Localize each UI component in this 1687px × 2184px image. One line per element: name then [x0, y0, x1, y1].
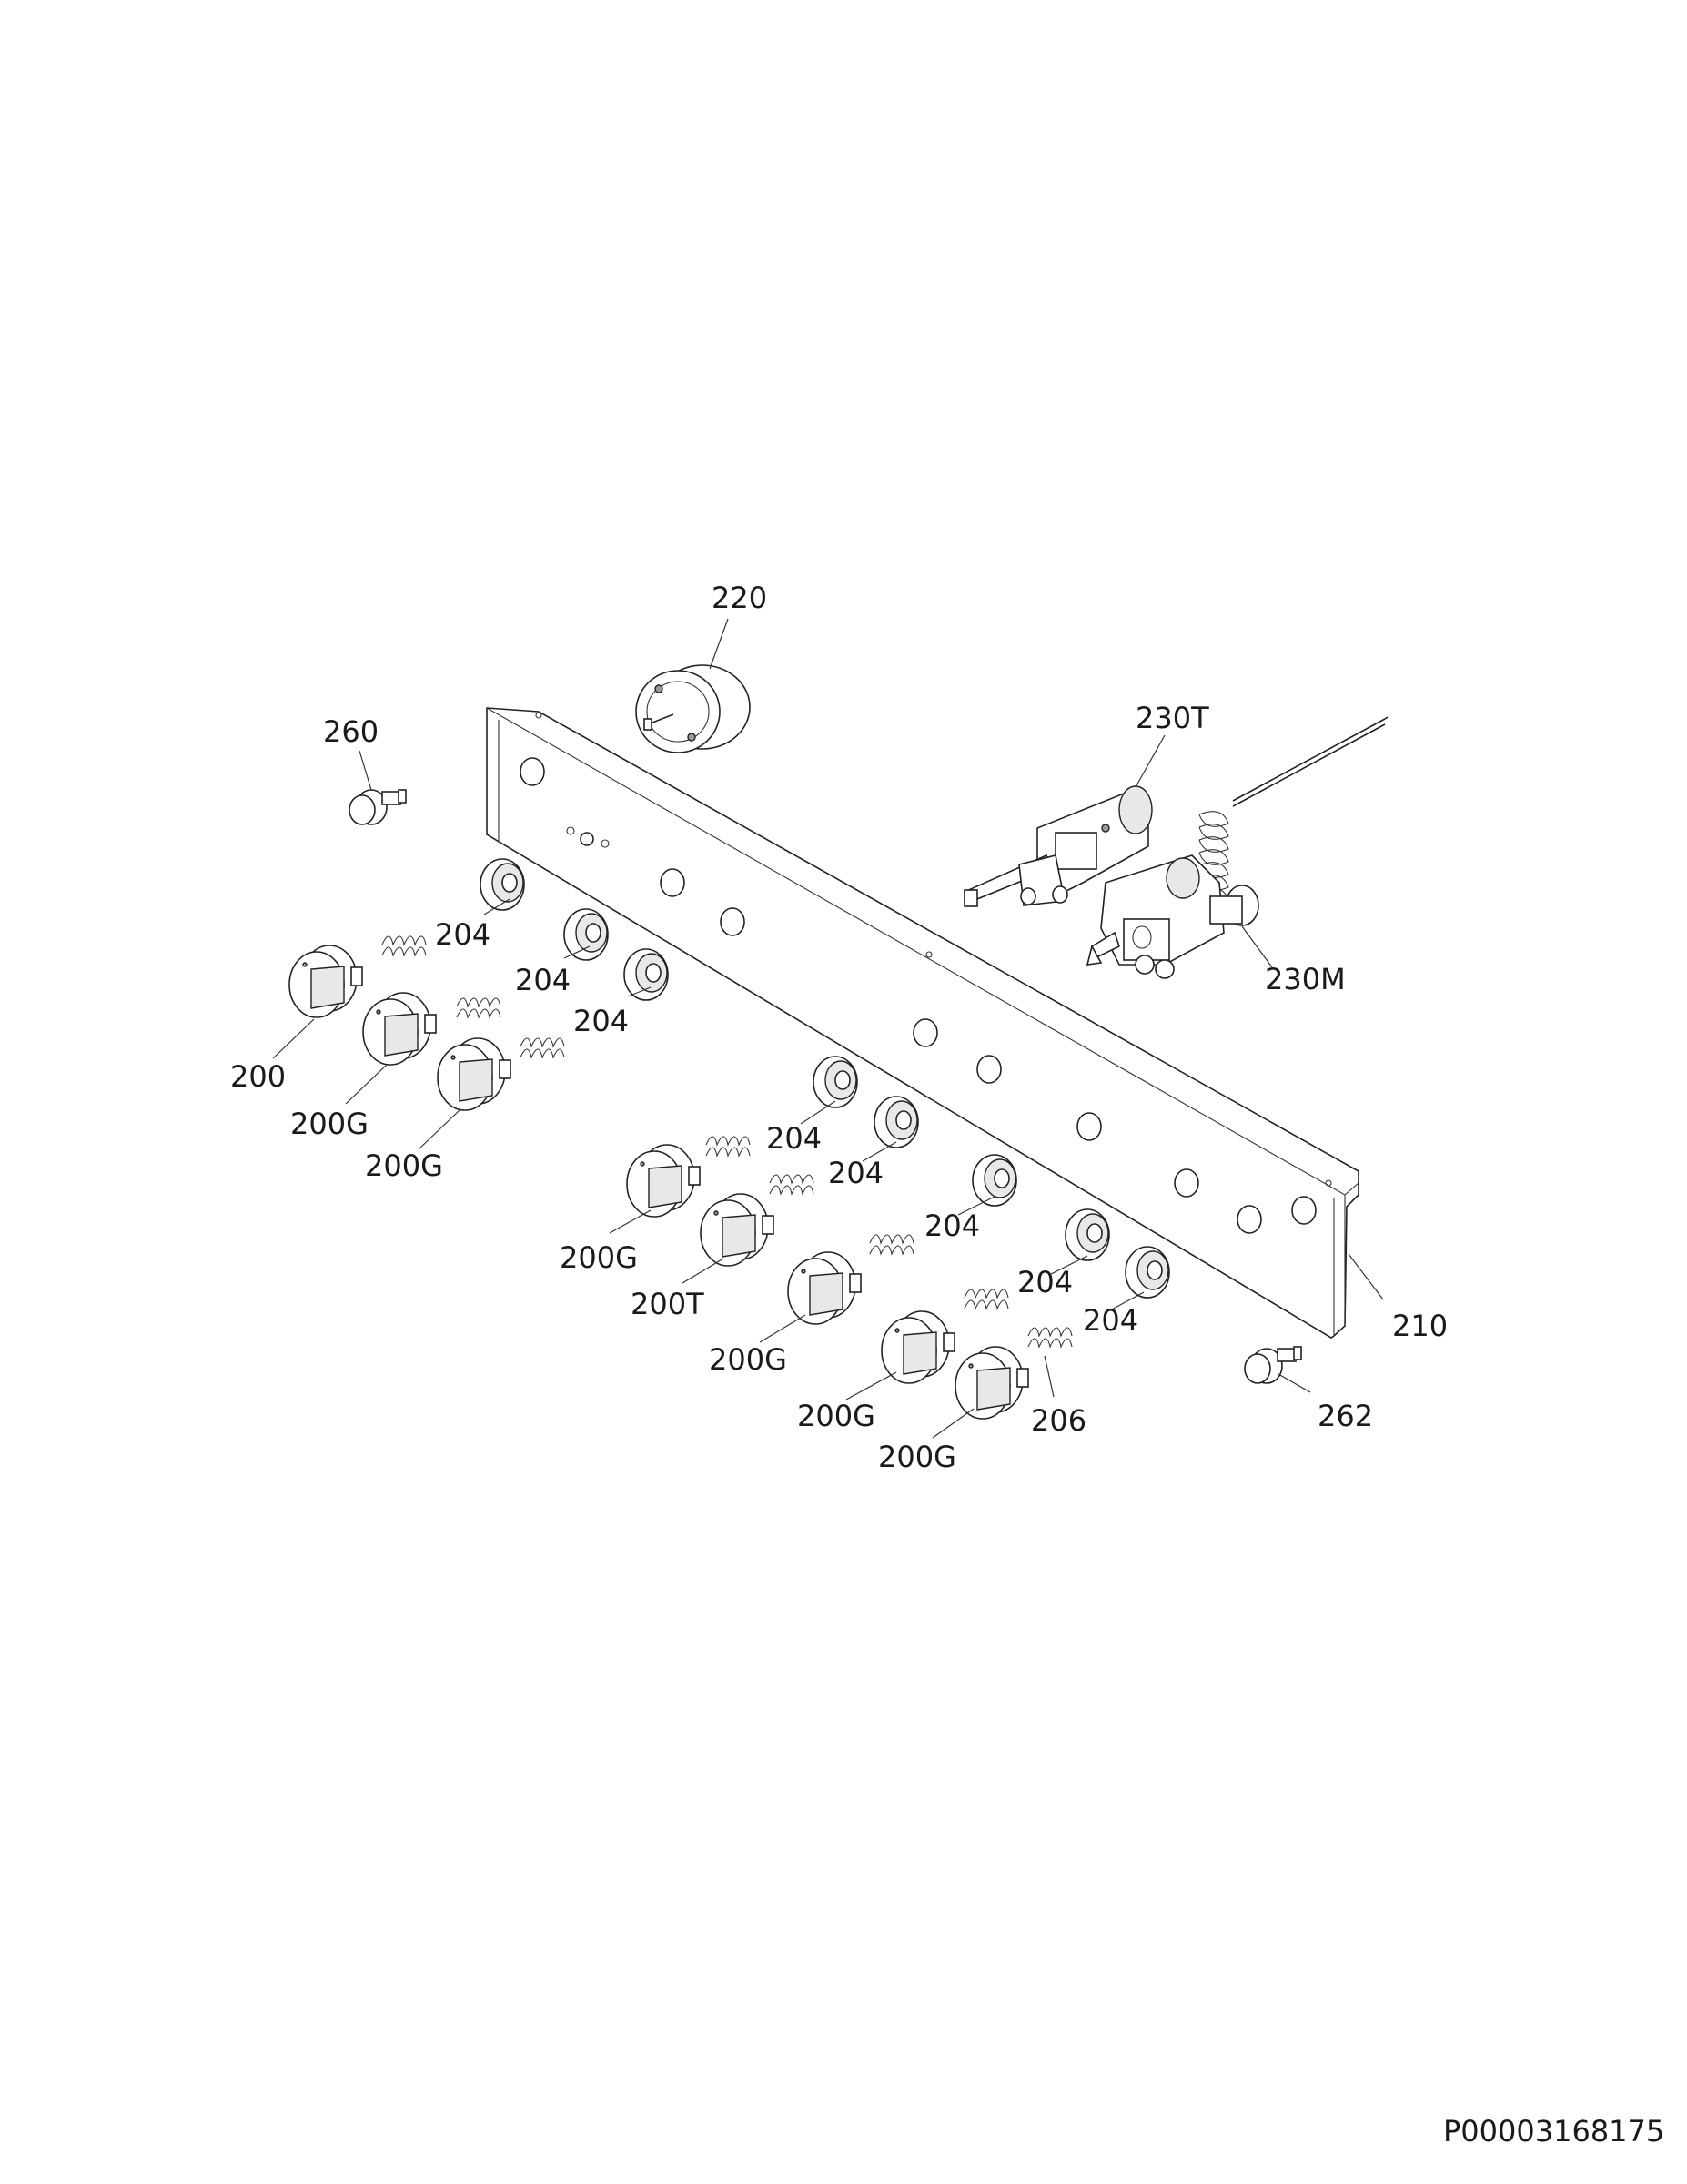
- manual-tap-230M: [1086, 854, 1259, 979]
- label-262: 262: [1318, 1399, 1373, 1433]
- label-204-a: 204: [435, 917, 490, 952]
- label-220: 220: [712, 581, 767, 615]
- bezel-204-a: [480, 858, 525, 911]
- spring-4: [705, 1136, 751, 1158]
- document-id: P00003168175: [1443, 2114, 1664, 2149]
- label-204-e: 204: [828, 1156, 884, 1190]
- label-260: 260: [323, 714, 379, 749]
- label-210: 210: [1392, 1309, 1448, 1343]
- label-204-g: 204: [1017, 1265, 1073, 1299]
- indicator-lamp-260: [349, 789, 407, 825]
- knob-200G-5: [881, 1310, 955, 1384]
- bezel-204-g: [1065, 1208, 1110, 1261]
- label-204-b: 204: [515, 963, 571, 997]
- bezel-204-b: [563, 908, 609, 961]
- spring-1: [381, 935, 427, 957]
- leader-lines: [272, 618, 1384, 1439]
- knob-200G-1: [362, 992, 437, 1066]
- knob-200: [288, 945, 363, 1018]
- knob-200T: [700, 1193, 774, 1267]
- spring-5: [769, 1174, 814, 1196]
- label-204-h: 204: [1083, 1303, 1138, 1338]
- knob-200G-6: [955, 1346, 1029, 1420]
- control-panel-210: [486, 707, 1359, 1339]
- spring-3: [520, 1037, 565, 1059]
- bezel-204-f: [972, 1154, 1017, 1207]
- knob-200G-3: [626, 1144, 701, 1218]
- label-200G-f: 200G: [878, 1440, 956, 1474]
- bezel-204-c: [623, 948, 669, 1001]
- bezel-204-h: [1125, 1246, 1170, 1299]
- label-204-d: 204: [766, 1121, 822, 1156]
- bezel-204-d: [813, 1056, 858, 1108]
- label-200G-a: 200G: [290, 1107, 369, 1141]
- bezel-204-e: [874, 1096, 919, 1148]
- timer-220: [635, 664, 751, 753]
- label-200G-d: 200G: [709, 1342, 787, 1377]
- label-200G-e: 200G: [797, 1399, 875, 1433]
- knob-200G-4: [787, 1251, 862, 1325]
- label-206: 206: [1031, 1403, 1086, 1438]
- label-230M: 230M: [1265, 962, 1346, 996]
- spring-206: [1027, 1327, 1073, 1349]
- indicator-lamp-262: [1244, 1346, 1302, 1384]
- label-230T: 230T: [1136, 701, 1209, 735]
- knob-200G-2: [437, 1037, 511, 1111]
- spring-2: [456, 997, 501, 1019]
- label-200G-c: 200G: [560, 1240, 638, 1275]
- label-200: 200: [230, 1059, 286, 1094]
- spring-7: [964, 1289, 1009, 1310]
- label-204-f: 204: [924, 1208, 980, 1243]
- part-labels: 220 260 230T 230M 204 204 204 200 200G 2…: [230, 581, 1448, 1474]
- label-204-c: 204: [573, 1004, 629, 1038]
- label-200T: 200T: [631, 1287, 704, 1321]
- label-200G-b: 200G: [365, 1148, 443, 1183]
- spring-6: [869, 1234, 914, 1256]
- thermostat-tap-230T: [964, 716, 1389, 916]
